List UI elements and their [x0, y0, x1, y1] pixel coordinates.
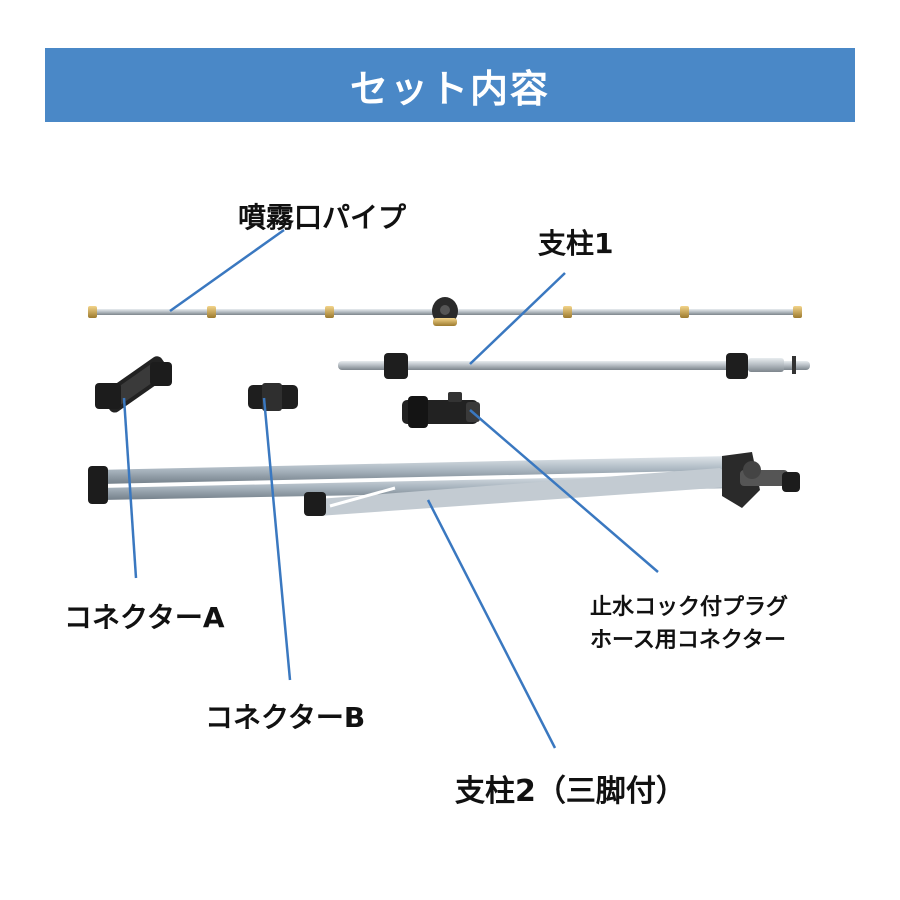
- banner-title: セット内容: [349, 66, 550, 111]
- label-pole2: 支柱2（三脚付）: [455, 774, 686, 809]
- leader-mist-pipe: [169, 228, 285, 313]
- label-pole1: 支柱1: [538, 227, 614, 260]
- mist-pipe: [88, 297, 802, 326]
- leader-connector-a: [122, 397, 138, 579]
- leader-pole2: [426, 499, 557, 749]
- leader-pole1: [469, 272, 566, 365]
- label-stopcock-line1: 止水コック付プラグ: [590, 595, 789, 620]
- mist-nozzles: [88, 306, 802, 318]
- label-connector-a: コネクターA: [64, 601, 225, 634]
- leader-lines: [122, 228, 659, 749]
- label-connector-b: コネクターB: [205, 701, 366, 734]
- header-banner: セット内容: [45, 48, 855, 122]
- leader-connector-b: [262, 397, 292, 681]
- label-stopcock-line2: ホース用コネクター: [590, 628, 787, 653]
- connector-b: [248, 383, 298, 411]
- pole2-tripod: [88, 452, 800, 516]
- stopcock-connector: [402, 392, 480, 428]
- leader-stopcock: [469, 409, 659, 573]
- connector-a: [95, 356, 172, 413]
- label-mist-pipe: 噴霧口パイプ: [238, 201, 407, 234]
- pole1: [338, 353, 810, 379]
- label-stopcock: 止水コック付プラグ ホース用コネクター: [590, 591, 788, 657]
